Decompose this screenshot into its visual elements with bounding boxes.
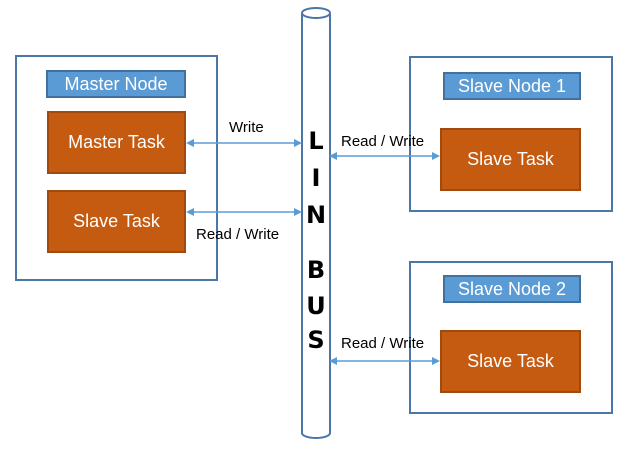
slave-node-1-task-box: Slave Task <box>440 128 581 191</box>
master-slave-task-box: Slave Task <box>47 190 186 253</box>
bus-letter-b: B <box>306 256 326 284</box>
label-master-slave-task-read-write: Read / Write <box>196 226 280 243</box>
label-slave-node-2-read-write: Read / Write <box>341 335 425 352</box>
master-node-title: Master Node <box>46 70 186 98</box>
bus-letter-l: L <box>308 127 324 155</box>
slave-node-2-title: Slave Node 2 <box>443 275 581 303</box>
bus-letter-u: U <box>306 292 326 320</box>
bus-letter-s: S <box>307 326 325 354</box>
bus-letter-i: I <box>311 164 321 192</box>
label-master-task-write: Write <box>229 119 264 136</box>
bus-letter-n: N <box>305 201 327 229</box>
slave-node-2-task-box: Slave Task <box>440 330 581 393</box>
slave-node-1-title: Slave Node 1 <box>443 72 581 100</box>
master-task-box: Master Task <box>47 111 186 174</box>
label-slave-node-1-read-write: Read / Write <box>341 133 425 150</box>
lin-bus-cylinder <box>301 7 331 439</box>
